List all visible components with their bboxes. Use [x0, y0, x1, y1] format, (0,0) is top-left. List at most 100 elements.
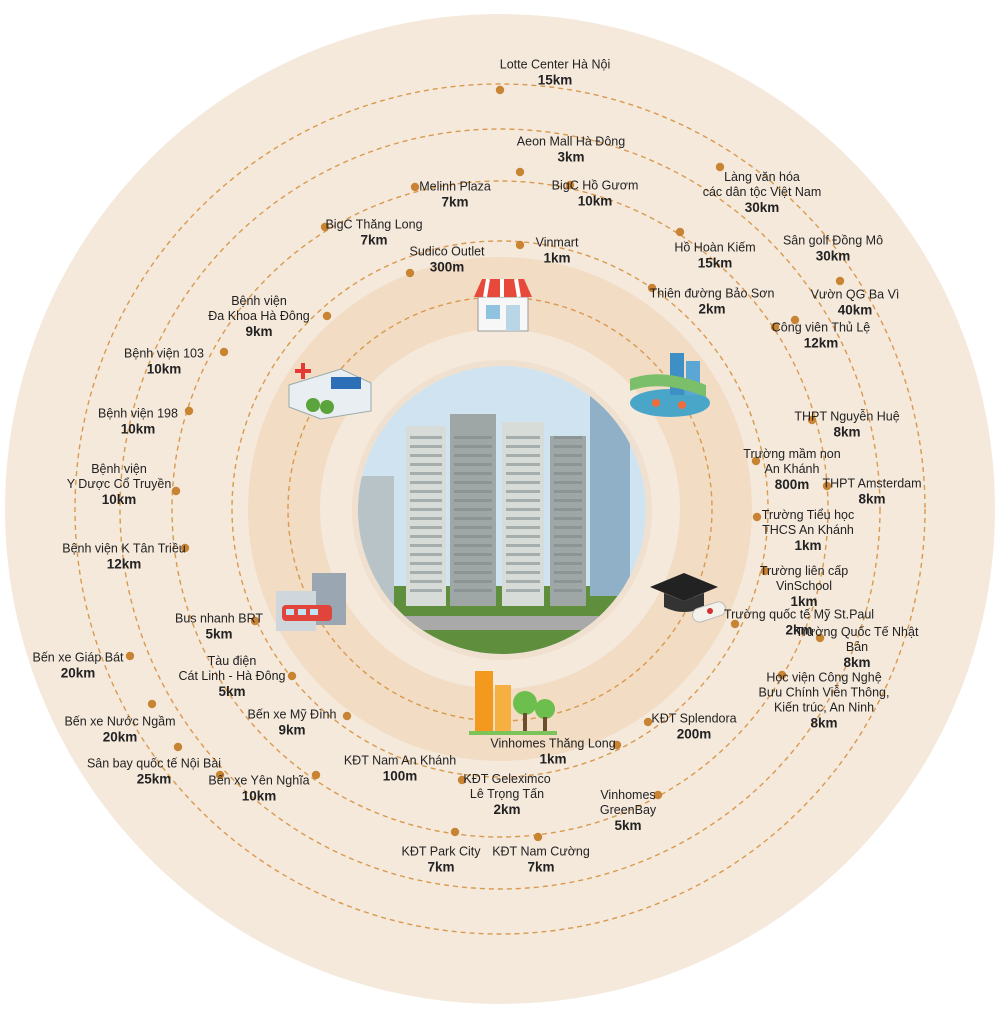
- window-row: [454, 535, 492, 538]
- ring-dot: [410, 182, 420, 192]
- road: [358, 616, 646, 630]
- window-row: [410, 499, 442, 502]
- resort-icon: [630, 353, 710, 417]
- ring-dot: [807, 415, 817, 425]
- window-row: [554, 508, 582, 511]
- place-distance: 20km: [102, 729, 138, 745]
- ring-dot: [565, 180, 575, 190]
- ring-dot: [287, 671, 297, 681]
- window-row: [454, 571, 492, 574]
- place-name: THPT Nguyễn Huệ: [794, 409, 900, 424]
- window-row: [454, 454, 492, 457]
- window-row: [506, 454, 540, 457]
- ring-dot: [612, 740, 622, 750]
- ring-dot: [770, 322, 780, 332]
- window-row: [454, 472, 492, 475]
- window-row: [554, 517, 582, 520]
- window-row: [506, 589, 540, 592]
- window-row: [454, 508, 492, 511]
- window-row: [454, 499, 492, 502]
- ring-dot: [515, 240, 525, 250]
- window-row: [410, 481, 442, 484]
- place-name: BigC Hồ Gươm: [551, 178, 639, 193]
- window-row: [554, 562, 582, 565]
- place-distance: 10km: [241, 788, 277, 804]
- place-name: Vườn QG Ba Vì: [810, 287, 900, 302]
- window-row: [410, 589, 442, 592]
- place-distance: 15km: [537, 72, 573, 88]
- place-distance: 7km: [527, 859, 555, 875]
- window-row: [454, 580, 492, 583]
- place-distance: 8km: [810, 715, 838, 731]
- window-row: [410, 490, 442, 493]
- window-row: [554, 571, 582, 574]
- ring-dot: [250, 616, 260, 626]
- window-row: [506, 553, 540, 556]
- center-building-image: [352, 360, 652, 660]
- ring-dot: [822, 481, 832, 491]
- place-distance: 100m: [382, 768, 418, 784]
- window-row: [506, 445, 540, 448]
- place-name: Sudico Outlet: [409, 244, 485, 259]
- window-row: [410, 445, 442, 448]
- ring-1: [287, 296, 713, 722]
- place-name: Bến xe Giáp Bát: [32, 650, 124, 665]
- window-row: [454, 481, 492, 484]
- ring-dot: [730, 619, 740, 629]
- window-row: [410, 508, 442, 511]
- window-row: [506, 463, 540, 466]
- window-row: [410, 571, 442, 574]
- window-row: [410, 535, 442, 538]
- place-distance: 15km: [697, 255, 733, 271]
- place-name: KĐT Geleximco Lê Trọng Tấn: [463, 771, 551, 801]
- window-row: [506, 571, 540, 574]
- city-park-icon: [469, 671, 557, 735]
- ring-dot: [320, 222, 330, 232]
- place-name: Melinh Plaza: [419, 179, 491, 194]
- place-name: KĐT Park City: [401, 844, 481, 859]
- place-distance: 12km: [106, 556, 142, 572]
- ring-dot: [405, 268, 415, 278]
- place-name: KĐT Splendora: [651, 711, 737, 726]
- place-label: Học viện Công Nghệ Bưu Chính Viễn Thông,…: [759, 670, 890, 731]
- place-distance: 20km: [60, 665, 96, 681]
- ring-dot: [815, 633, 825, 643]
- window-row: [410, 472, 442, 475]
- place-distance: 2km: [493, 801, 521, 817]
- shop-icon: [474, 278, 532, 332]
- window-row: [454, 463, 492, 466]
- ring-dot: [653, 790, 663, 800]
- place-distance: 2km: [785, 622, 813, 638]
- tower-3: [502, 422, 544, 606]
- window-row: [554, 544, 582, 547]
- window-row: [506, 436, 540, 439]
- ring-dot: [322, 311, 332, 321]
- place-name: Bệnh viện Đa Khoa Hà Đông: [208, 293, 310, 323]
- place-name: Aeon Mall Hà Đông: [516, 134, 626, 149]
- place-name: Thiên đường Bảo Sơn: [649, 286, 775, 301]
- ring-dot: [495, 85, 505, 95]
- place-distance: 7km: [441, 194, 469, 210]
- ring-dot: [515, 167, 525, 177]
- window-row: [506, 580, 540, 583]
- window-row: [454, 544, 492, 547]
